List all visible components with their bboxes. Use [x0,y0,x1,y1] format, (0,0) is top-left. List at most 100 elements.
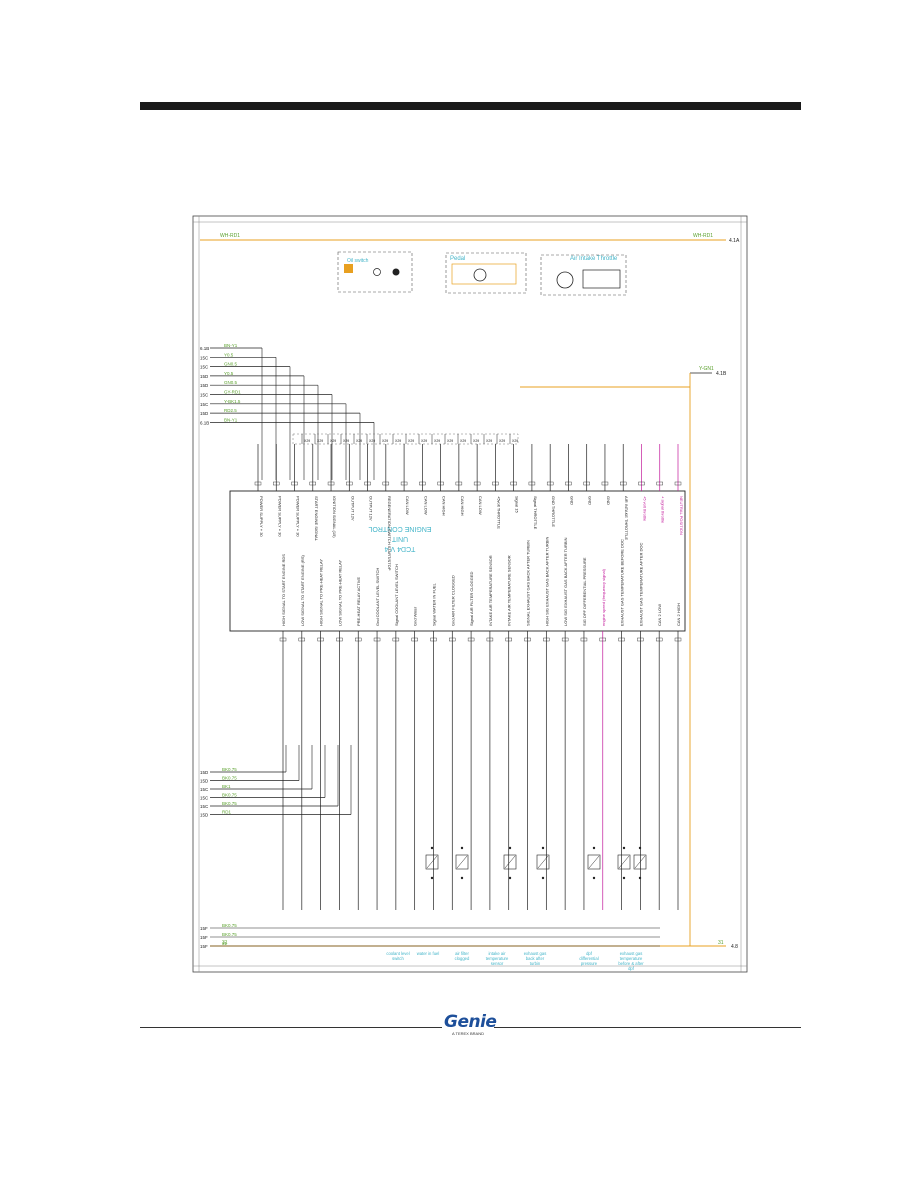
bottom-signal-pin [618,637,625,642]
bottom-signal-pin [317,637,324,642]
top-signal-pin [400,481,408,486]
lower-input-ref: 15C [200,787,209,792]
genie-logo: Genie A TEREX BRAND [444,1012,497,1036]
top-signal-pin [346,481,353,486]
left-input-ref: 6.1B [200,346,209,351]
bottom-signal-pin [524,637,531,642]
connector-pin-label: X29 [421,439,427,443]
connector-pin-label: X29 [304,439,310,443]
top-signal-label: + signal throttle [661,496,666,524]
left-input-ref: 15C [200,355,209,360]
top-signal-label: GND [606,496,611,505]
top-signal-label: Signal THROTTLE [533,496,538,530]
left-input-ref: 6.1B [200,420,209,425]
left-input-ref: 15D [200,374,209,379]
connector-pin-label: X29 [356,439,362,443]
top-signal-label: GND THROTTLE [551,496,556,527]
connector-pin-label: X29 [395,439,401,443]
bottom-signal-pin [336,637,343,642]
pedal-label: Pedal [450,256,465,262]
connector-pin-label: X29 [317,439,323,443]
bottom-signal-pin [279,637,287,642]
sensor-symbol [633,854,647,870]
bottom-input-label: BK0.75 [222,923,237,928]
top-signal-pin [546,481,554,486]
lower-input-label: BK0.75 [222,776,237,781]
bottom-signal-label: HIGH SIG EXHAUST GAS BACK AFTER TURBIN [544,536,549,626]
bottom-input-ref: 15F [200,944,208,949]
left-input-ref: 15C [200,365,209,370]
bottom-signal-label: LOW SIG EXHAUST GAS BACK AFTER TURBIN [563,537,568,626]
bottom-signal-label: EXHAUST GAS TEMPERATURE BEFORE DOC [620,539,625,626]
top-signal-label: CAN HIGH [460,496,465,516]
connector-pin-label: X29 [434,439,440,443]
bottom-signal-pin [637,637,644,642]
bottom-signal-wires [279,631,682,910]
top-signal-pin [674,481,682,486]
top-signal-pin [565,481,572,486]
top-signal-label: POWER SUPPLY + 30 [259,496,264,537]
top-signal-label: POWER SUPPLY + 30 [277,496,282,537]
ecu-title-3: TCD4 V 4 [385,545,416,552]
sensor-pin [508,846,512,850]
right-wire-ref: 4.1B [716,371,727,377]
bottom-signal-pin [580,637,588,642]
top-signal-label: OUTPUT 12V [369,496,374,521]
sensor-pin [460,876,464,880]
connector-pin-label: X29 [408,439,414,443]
sensor-pin [541,876,545,880]
top-signal-pin [382,481,390,486]
bottom-signal-pin [505,637,512,642]
left-input-label: BN-Y1 [224,343,238,348]
right-wire-label: Y-GN1 [699,366,714,372]
ecu-title-1: ENGINE CONTROL [368,525,431,532]
bottom-signal-pin [486,637,494,642]
top-signal-pin [492,481,499,486]
bottom-signal-pin [674,637,682,642]
pedal-component: Pedal [445,252,527,294]
logo-wordmark: Genie [444,1012,497,1032]
top-signal-label: AIR INTAKE THROTTLE [624,496,629,540]
top-signal-label: REGENERATION SWITCH START/STOP [387,496,392,571]
bottom-signal-pin [655,637,663,642]
bottom-wire-ref: 4.8 [731,944,738,950]
connector-pin-label: X29 [486,439,492,443]
connector-pin-label: X29 [382,439,388,443]
bottom-signal-label: Gnd COOLANT LEVEL SWITCH [375,568,380,626]
lower-input-ref: 15D [200,770,209,775]
bottom-signal-label: Signal WATER IN FUEL [431,583,436,626]
sensor-symbol [587,854,601,870]
bottom-signal-label: CAN 2 HIGH [676,603,681,626]
top-signal-label: CAN LOW [478,496,483,515]
sensor-slash [634,855,646,869]
lower-input-label: RD1 [222,810,231,815]
sensor-symbol [455,854,469,870]
ecu-top-signal-labels: POWER SUPPLY + 30 POWER SUPPLY + 30 POWER … [259,496,684,571]
bottom-signal-label: EXHAUST GAS TEMPERATURE AFTER DOC [638,543,643,626]
left-input-label: BN-Y1 [224,417,238,422]
bottom-wire-label: 31 [222,940,228,946]
top-signal-pin [455,481,463,486]
connector-x29 [292,433,519,445]
lower-input-label: BK0.75 [222,767,237,772]
left-input-label: RD2.5 [224,408,237,413]
sensor-symbol [503,854,517,870]
left-inputs: 6.1BBN-Y115CY0.515CGN0.515DY0.515DGN0.51… [200,343,375,480]
bottom-signal-pin [543,637,550,642]
ecu-box [229,490,686,632]
top-signal-label: POWER SUPPLY + 30 [296,496,301,537]
left-input-label: Y-BK1.5 [224,399,241,404]
top-wire-ref: 4.1A [729,238,740,244]
bottom-signal-pin [561,637,569,642]
top-signal-pin [419,481,426,486]
sensor-slash [426,855,438,869]
sensors-row [425,846,647,880]
top-signal-label: CAN LOW [405,496,410,515]
sensor-pin [638,846,642,850]
bottom-signal-label: LOW SIGNAL TO PRE-HEAT RELAY [337,560,342,626]
left-input-ref: 15C [200,402,209,407]
bottom-wire-right-label: 31 [718,940,724,946]
